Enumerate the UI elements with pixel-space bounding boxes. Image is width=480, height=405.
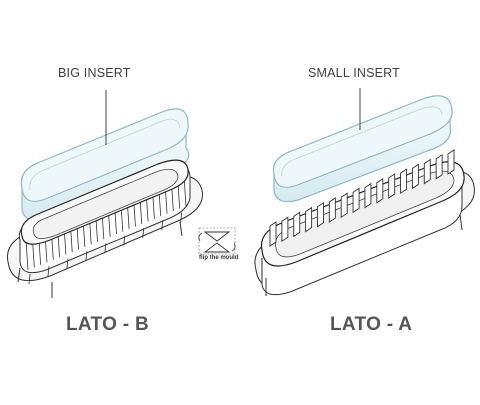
big-insert-label: BIG INSERT: [58, 66, 131, 80]
mould-fin: [388, 173, 396, 199]
mould-fin: [293, 211, 301, 238]
lato-b-label: LATO - B: [66, 314, 149, 335]
mould-fin: [447, 149, 455, 175]
mould-peg: [104, 243, 107, 254]
mould-fin: [340, 192, 348, 219]
flip-the-mould-label: flip the mould: [199, 255, 239, 261]
mould-fin: [305, 206, 313, 233]
mould-peg: [85, 250, 88, 261]
mould-lato-a: [254, 149, 475, 296]
small-insert-shape: [272, 95, 453, 203]
mould-rib: [25, 239, 29, 271]
flip-mould-icon: [198, 227, 236, 255]
mould-peg: [47, 266, 50, 277]
big-insert-shape: [20, 108, 190, 222]
mould-peg: [123, 235, 126, 246]
mould-fin: [435, 153, 443, 180]
mould-peg: [161, 220, 164, 231]
mould-fin: [328, 197, 336, 223]
mould-fin: [376, 177, 384, 204]
mould-fin: [400, 168, 407, 195]
mould-peg: [66, 258, 69, 269]
mould-peg: [180, 212, 183, 223]
mould-peg: [142, 227, 145, 238]
mould-fin: [281, 216, 289, 243]
mould-fin: [317, 201, 324, 228]
mould-peg: [28, 273, 31, 285]
mould-fin: [411, 163, 419, 190]
mould-lato-b: [6, 159, 204, 298]
mould-fin: [364, 182, 372, 209]
mould-fin: [352, 187, 360, 214]
mould-fin: [269, 221, 277, 247]
small-insert-label: SMALL INSERT: [308, 66, 401, 80]
mould-fin: [423, 158, 431, 185]
lato-a-label: LATO - A: [330, 314, 413, 335]
